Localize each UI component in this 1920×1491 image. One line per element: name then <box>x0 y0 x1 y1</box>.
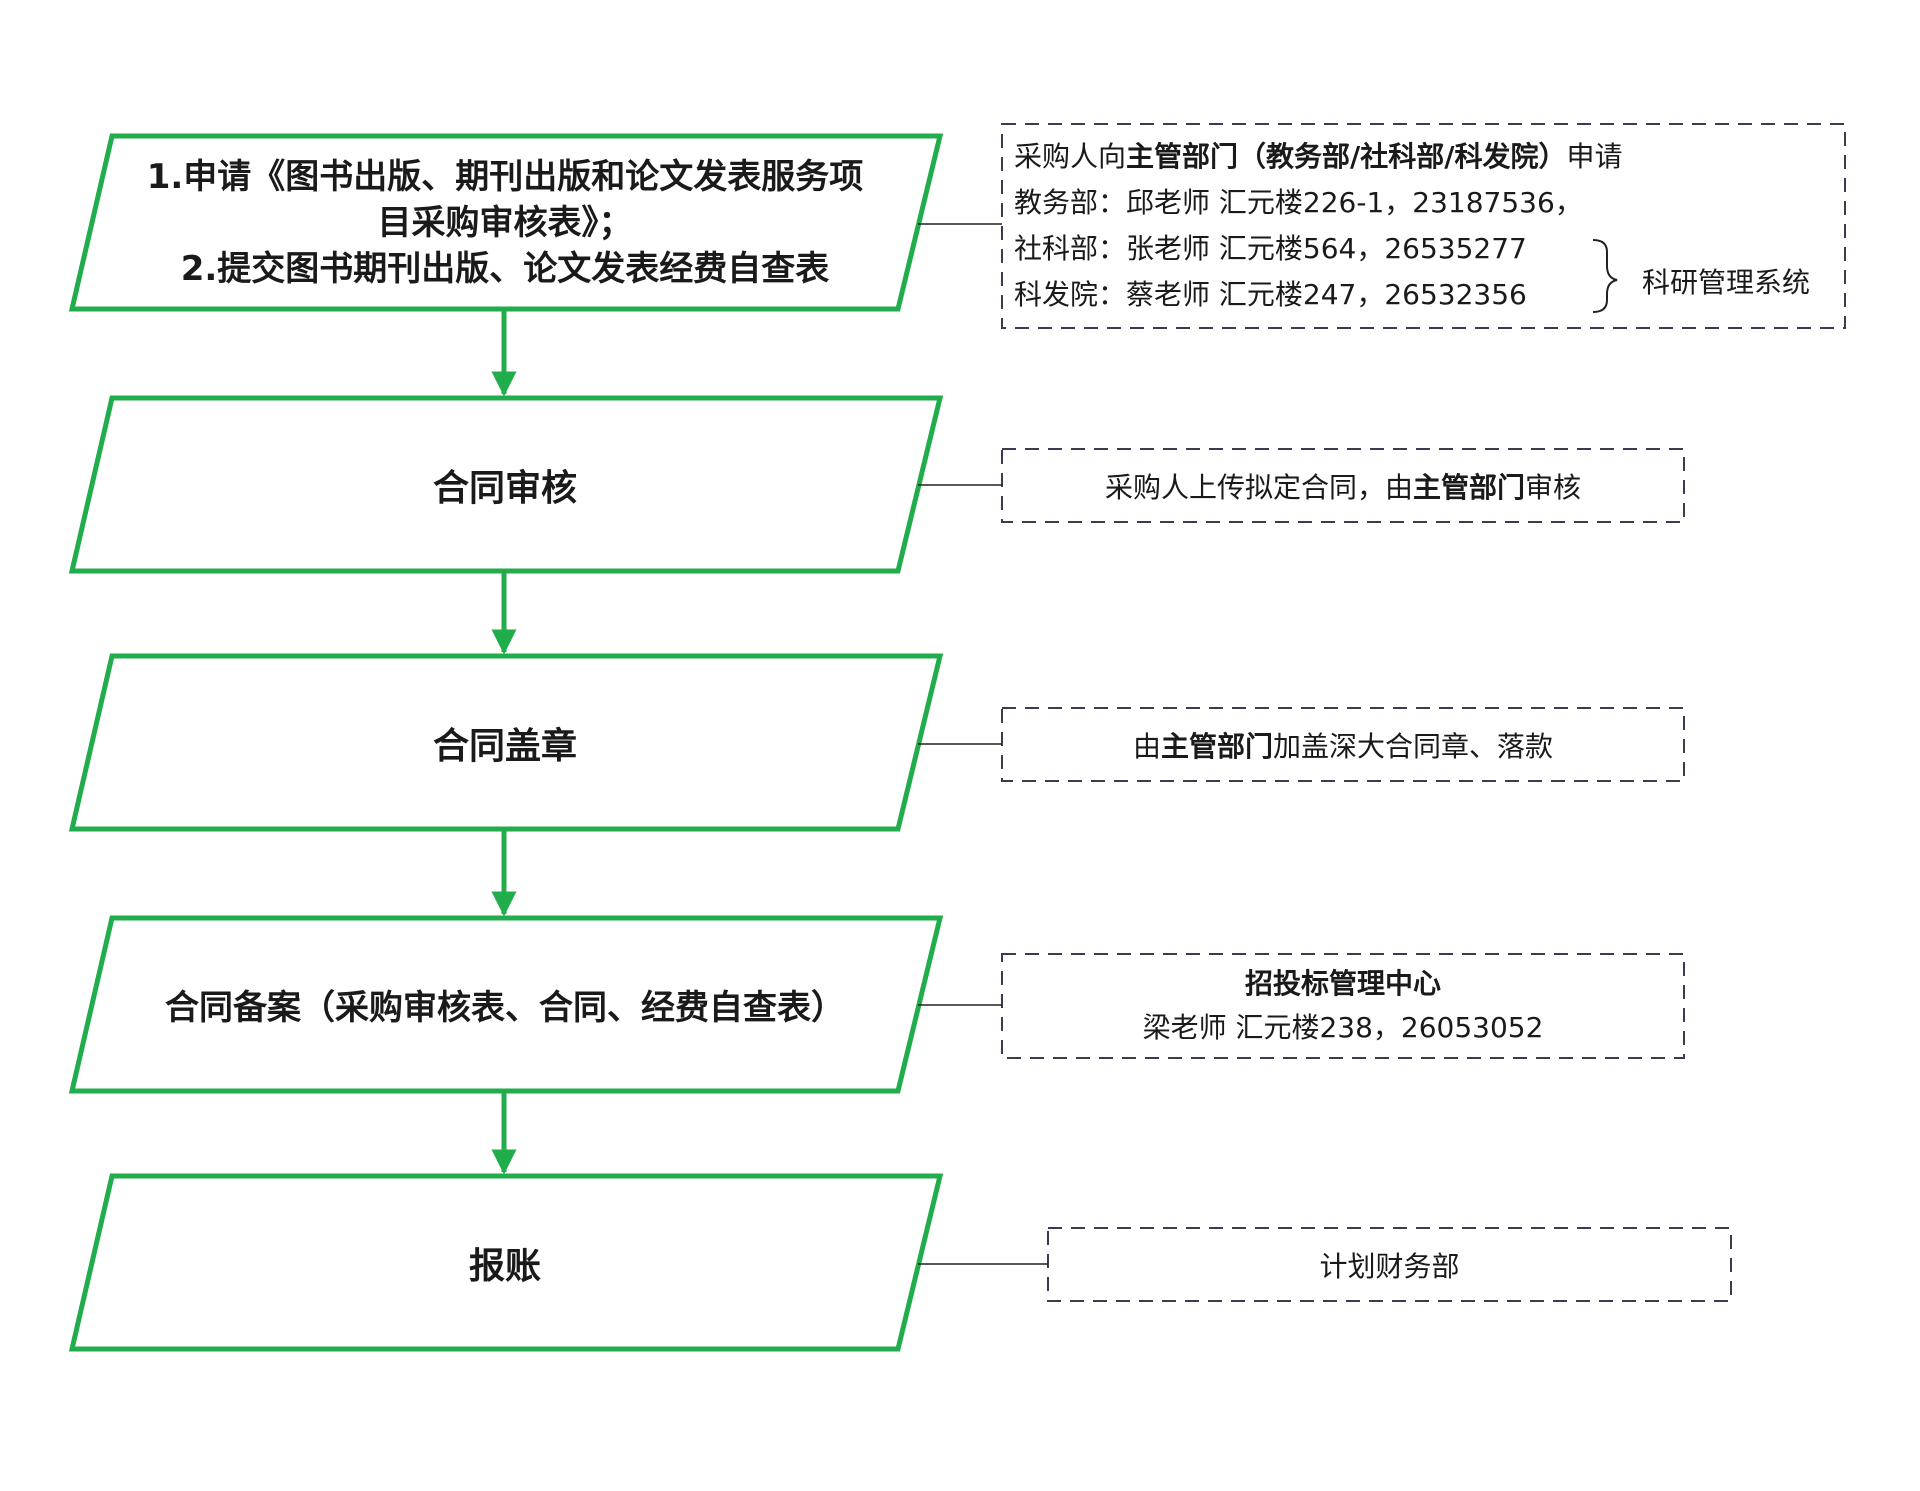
step-4-title: 合同备案（采购审核表、合同、经费自查表） <box>165 988 845 1028</box>
note-4-box <box>1001 953 1685 1059</box>
contact-group-brace <box>1592 239 1618 313</box>
note-1-suffix: 申请 <box>1566 140 1623 173</box>
note-2-suffix: 审核 <box>1525 470 1582 504</box>
note-3-content: 由主管部门加盖深大合同章、落款 <box>1004 710 1682 779</box>
step-2-label: 合同审核 <box>110 398 900 571</box>
step-3-title: 合同盖章 <box>432 725 577 767</box>
step-4-label: 合同备案（采购审核表、合同、经费自查表） <box>110 918 900 1091</box>
note-5-text: 计划财务部 <box>1319 1249 1460 1283</box>
note-3-prefix: 由 <box>1132 729 1161 763</box>
step-4-shape <box>68 915 944 1094</box>
note-4-content: 招投标管理中心 梁老师 汇元楼238，26053052 <box>1004 956 1682 1056</box>
step-3-label: 合同盖章 <box>110 656 900 829</box>
step-1-line-1: 1.申请《图书出版、期刊出版和论文发表服务项 <box>146 157 864 197</box>
step-5-title: 报账 <box>468 1245 541 1287</box>
note-2-prefix: 采购人上传拟定合同，由 <box>1104 470 1413 504</box>
note-1-box <box>1001 123 1846 329</box>
research-system-label: 科研管理系统 <box>1642 266 1811 299</box>
note-4-title: 招投标管理中心 <box>1244 967 1441 1000</box>
note-1-prefix: 采购人向 <box>1014 140 1127 173</box>
step-1-line-3: 2.提交图书期刊出版、论文发表经费自查表 <box>180 249 830 289</box>
note-3-department: 主管部门 <box>1160 729 1273 763</box>
note-2-text: 采购人上传拟定合同，由主管部门审核 <box>1105 466 1581 506</box>
note-4-contact: 梁老师 汇元楼238，26053052 <box>1142 1011 1544 1044</box>
step-3-shape <box>68 653 944 832</box>
contact-jiaowubu: 教务部：邱老师 汇元楼226-1，23187536， <box>1014 186 1583 219</box>
note-1-content: 采购人向主管部门（教务部/社科部/科发院）申请 教务部：邱老师 汇元楼226-1… <box>1014 134 1623 318</box>
note-5-content: 计划财务部 <box>1050 1230 1729 1299</box>
note-3-suffix: 加盖深大合同章、落款 <box>1273 729 1554 763</box>
step-5-label: 报账 <box>110 1176 900 1349</box>
note-2-department: 主管部门 <box>1412 470 1525 504</box>
step-2-title: 合同审核 <box>432 467 577 509</box>
contact-shekebu: 社科部：张老师 汇元楼564，26535277 <box>1014 232 1527 265</box>
note-1-system: 科研管理系统 <box>1642 258 1842 304</box>
note-1-heading: 采购人向主管部门（教务部/社科部/科发院）申请 <box>1014 134 1623 180</box>
note-2-content: 采购人上传拟定合同，由主管部门审核 <box>1004 451 1682 520</box>
step-1-shape <box>68 133 944 312</box>
step-1-line-2: 目采购审核表》； <box>377 203 633 243</box>
note-1-department: 主管部门（教务部/社科部/科发院） <box>1126 140 1567 173</box>
step-5-shape <box>68 1173 944 1352</box>
note-3-text: 由主管部门加盖深大合同章、落款 <box>1133 725 1553 765</box>
step-2-shape <box>68 395 944 574</box>
step-1-label: 1.申请《图书出版、期刊出版和论文发表服务项 目采购审核表》； 2.提交图书期刊… <box>110 146 900 300</box>
contact-kefayuan: 科发院：蔡老师 汇元楼247，26532356 <box>1014 278 1527 311</box>
